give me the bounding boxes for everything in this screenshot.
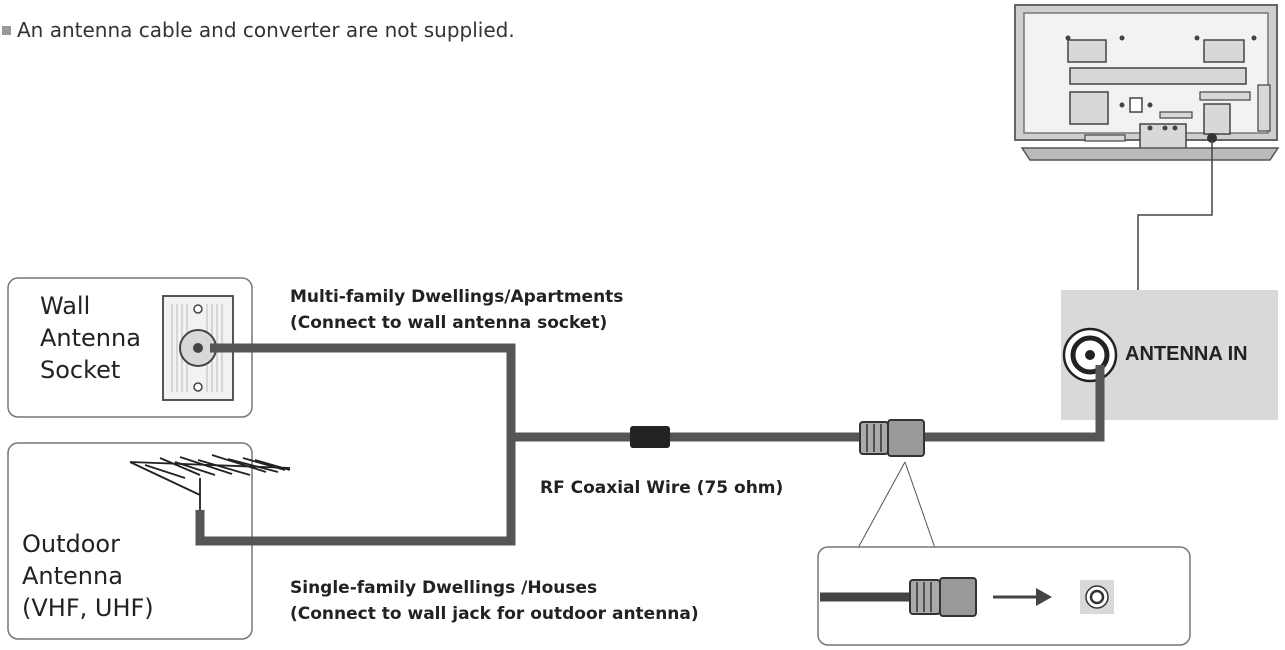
single-family-caption: Single-family Dwellings /Houses (Connect… [290,578,699,624]
multi-family-caption: Multi-family Dwellings/Apartments (Conne… [290,287,624,333]
outdoor-antenna-label: Outdoor Antenna (VHF, UHF) [22,530,154,622]
wall-socket-label: Wall Antenna Socket [40,292,141,384]
ferrite-core [630,426,670,448]
cable-label: RF Coaxial Wire (75 ohm) [540,478,784,498]
note-text: An antenna cable and converter are not s… [0,18,515,42]
detail-plug-icon [909,577,977,617]
antenna-in-label: ANTENNA IN [1125,343,1248,365]
bullet-icon [2,26,11,35]
tv-connector-line [1137,140,1213,290]
tv-rear-illustration [1014,4,1280,161]
coax-plug-icon [859,419,925,457]
coax-cables [195,343,1105,546]
